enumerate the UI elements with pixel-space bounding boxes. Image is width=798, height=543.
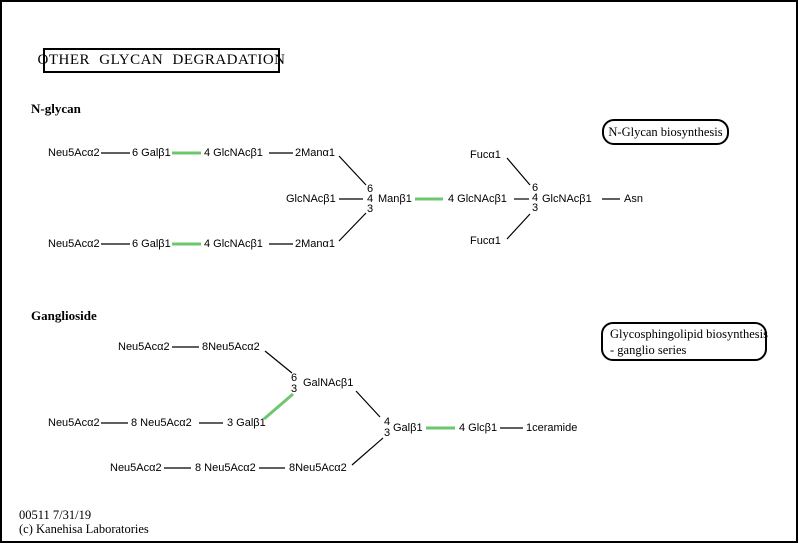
bond-diagonal [351, 437, 384, 466]
pathway-link-label: N-Glycan biosynthesis [608, 124, 723, 139]
residue-neu5ac: Neu5Acα2 [48, 147, 100, 159]
map-title: OTHER GLYCAN DEGRADATION [37, 52, 286, 68]
bond-diagonal [355, 390, 381, 418]
residue-fuc-bottom: Fucα1 [470, 235, 501, 247]
residue-gal: Galβ1 [393, 422, 423, 434]
bond-diagonal [264, 350, 293, 374]
residue-neu5ac: Neu5Acα2 [110, 462, 162, 474]
residue-asn: Asn [624, 193, 643, 205]
linkage-number: 6 [367, 183, 374, 195]
residue-man: 2Manα1 [295, 147, 335, 159]
residue-galnac: GalNAcβ1 [303, 377, 354, 389]
section-heading-ganglioside: Ganglioside [31, 308, 97, 323]
residue-glc: 4 Glcβ1 [459, 422, 498, 434]
residue-neu5ac: 8Neu5Acα2 [289, 462, 347, 474]
residue-bisecting-glcnac: GlcNAcβ1 [286, 193, 336, 205]
enzyme-link-line[interactable] [263, 392, 294, 421]
residue-asn-glcnac: GlcNAcβ1 [542, 193, 592, 205]
glycosidic-bond-lines [101, 152, 620, 469]
residue-ceramide: 1ceramide [526, 422, 578, 434]
linkage-number: 4 [532, 192, 539, 204]
residue-gal: 3 Galβ1 [227, 417, 266, 429]
residue-neu5ac: Neu5Acα2 [118, 341, 170, 353]
residue-man: 2Manα1 [295, 238, 335, 250]
residue-glcnac: 4 GlcNAcβ1 [204, 147, 263, 159]
linkage-number: 4 [367, 193, 374, 205]
map-title-box: OTHER GLYCAN DEGRADATION [38, 48, 285, 73]
residue-neu5ac: Neu5Acα2 [48, 417, 100, 429]
residue-neu5ac: 8Neu5Acα2 [202, 341, 260, 353]
residue-gal: 6 Galβ1 [132, 238, 171, 250]
residue-neu5ac: Neu5Acα2 [48, 238, 100, 250]
pathway-link-glycosphingolipid-biosynthesis[interactable]: Glycosphingolipid biosynthesis - ganglio… [601, 322, 768, 361]
linkage-number: 3 [532, 202, 539, 214]
residue-gal: 6 Galβ1 [132, 147, 171, 159]
bond-diagonal [338, 155, 367, 186]
linkage-number: 4 [384, 416, 391, 428]
residue-fuc-top: Fucα1 [470, 149, 501, 161]
pathway-link-n-glycan-biosynthesis[interactable]: N-Glycan biosynthesis [602, 119, 729, 145]
linkage-number: 3 [367, 203, 374, 215]
bond-diagonal [338, 212, 367, 242]
bond-diagonal [506, 157, 531, 186]
pathway-link-label-line2: - ganglio series [610, 342, 687, 357]
map-id-date: 00511 7/31/19 [19, 508, 92, 522]
residue-neu5ac: 8 Neu5Acα2 [195, 462, 256, 474]
copyright: (c) Kanehisa Laboratories [19, 522, 149, 536]
residue-neu5ac: 8 Neu5Acα2 [131, 417, 192, 429]
linkage-number: 6 [532, 182, 539, 194]
linkage-number: 3 [384, 427, 391, 439]
residue-core-man: Manβ1 [378, 193, 412, 205]
residue-glcnac: 4 GlcNAcβ1 [204, 238, 263, 250]
bond-diagonal [506, 213, 531, 240]
residue-core-glcnac: 4 GlcNAcβ1 [448, 193, 507, 205]
section-heading-n-glycan: N-glycan [31, 101, 81, 116]
linkage-number: 6 [291, 372, 298, 384]
linkage-number: 3 [291, 383, 298, 395]
enzyme-reaction-highlight-lines [172, 151, 455, 430]
pathway-link-label-line1: Glycosphingolipid biosynthesis [610, 327, 768, 341]
